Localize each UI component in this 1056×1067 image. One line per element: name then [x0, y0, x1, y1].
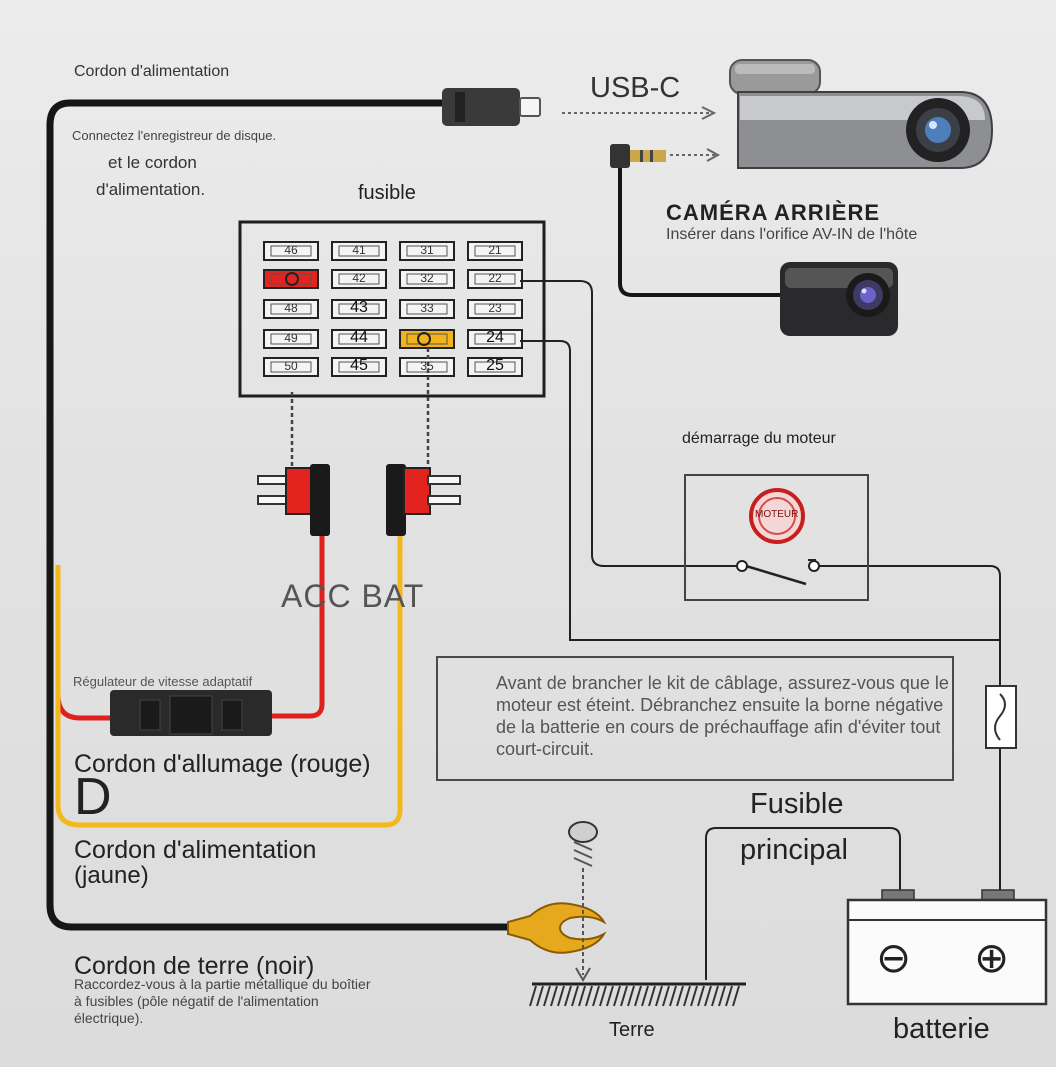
usbc-plug-icon — [442, 88, 541, 126]
battery-minus-icon: ⊖ — [876, 934, 912, 981]
fuse-number: 33 — [420, 301, 434, 315]
acc-fuse-tap-icon — [257, 464, 330, 536]
fuse-number: 35 — [420, 359, 434, 373]
battery-label: batterie — [893, 1013, 990, 1045]
fuse-number: 43 — [350, 299, 368, 316]
dash-camera-icon — [729, 59, 994, 169]
fuse-number: 25 — [486, 357, 504, 374]
power-cord-top-label: Cordon d'alimentation — [74, 63, 230, 80]
acc-bat-label: ACC BAT — [281, 578, 425, 614]
main-fuse-icon — [985, 685, 1017, 749]
yellow-cord-label-1: Cordon d'alimentation — [74, 836, 317, 864]
yellow-cord-label-2: (jaune) — [74, 862, 149, 889]
fuse-number: 48 — [284, 301, 298, 315]
regulator-label: Régulateur de vitesse adaptatif — [73, 674, 253, 689]
ground-clamp-icon — [507, 902, 607, 954]
fuse-number: 32 — [420, 271, 434, 285]
engine-start-box — [684, 474, 869, 601]
av-jack-icon — [610, 144, 666, 168]
fuse-box — [238, 220, 546, 398]
fuse22-wire — [520, 280, 738, 567]
fuse-slots — [263, 241, 523, 377]
battery-negative-wire — [705, 827, 901, 980]
engine-to-battery-wire — [818, 565, 1001, 640]
acc-wire-right — [272, 535, 325, 719]
regulator-icon — [110, 690, 272, 736]
earth-label: Terre — [609, 1019, 655, 1041]
main-fuse-label-1: Fusible — [750, 788, 844, 820]
rear-camera-icon — [780, 262, 898, 336]
ignition-cord-label: Cordon d'allumage (rouge) — [74, 750, 371, 778]
fuse-number: 24 — [486, 329, 504, 346]
fuse-number: 21 — [488, 243, 502, 257]
motor-label: MOTEUR — [755, 509, 799, 520]
engine-switch-icon — [736, 559, 820, 586]
engine-start-label: démarrage du moteur — [682, 430, 836, 447]
fuse24-wire — [520, 340, 1001, 686]
fuse-number: 23 — [488, 301, 502, 315]
motor-button-icon — [749, 488, 805, 544]
acc-wire-left — [55, 565, 112, 721]
battery-icon — [846, 889, 1048, 1006]
connect-line3: d'alimentation. — [96, 180, 206, 199]
fuse-title: fusible — [358, 182, 416, 204]
fuse-number: 50 — [284, 359, 298, 373]
bat-fuse-tap-icon — [386, 464, 461, 536]
ground-desc-3: électrique). — [74, 1010, 144, 1026]
fuse-number: 31 — [420, 243, 434, 257]
bat-wire-left — [55, 535, 403, 828]
fuse-number: 22 — [488, 271, 502, 285]
ground-screw-icon — [568, 821, 598, 982]
ground-desc-2: à fusibles (pôle négatif de l'alimentati… — [74, 993, 319, 1009]
earth-symbol-icon — [529, 982, 746, 1007]
ground-cord-label: Cordon de terre (noir) — [74, 952, 315, 980]
rear-camera-cable — [618, 168, 790, 297]
main-fuse-label-2: principal — [740, 834, 848, 866]
fuse-number: 44 — [350, 329, 368, 346]
fuse-number: 46 — [284, 243, 298, 257]
connect-line1: Connectez l'enregistreur de disque. — [72, 128, 277, 143]
ground-desc-1: Raccordez-vous à la partie métallique du… — [74, 976, 371, 992]
d-letter: D — [74, 768, 112, 826]
battery-plus-icon: ⊕ — [974, 934, 1010, 981]
usbc-label: USB-C — [590, 72, 681, 104]
connect-line2: et le cordon — [108, 153, 197, 172]
rear-camera-sub: Insérer dans l'orifice AV-IN de l'hôte — [666, 226, 918, 243]
ground-cord-wire — [46, 99, 510, 931]
fuse-number: 41 — [352, 243, 366, 257]
rear-camera-label: CAMÉRA ARRIÈRE — [666, 200, 881, 225]
warning-note-text: Avant de brancher le kit de câblage, ass… — [496, 673, 949, 759]
fuse-number: 49 — [284, 331, 298, 345]
fuse-number: 42 — [352, 271, 366, 285]
warning-note-box: Avant de brancher le kit de câblage, ass… — [436, 656, 954, 781]
fuse-number: 45 — [350, 357, 368, 374]
